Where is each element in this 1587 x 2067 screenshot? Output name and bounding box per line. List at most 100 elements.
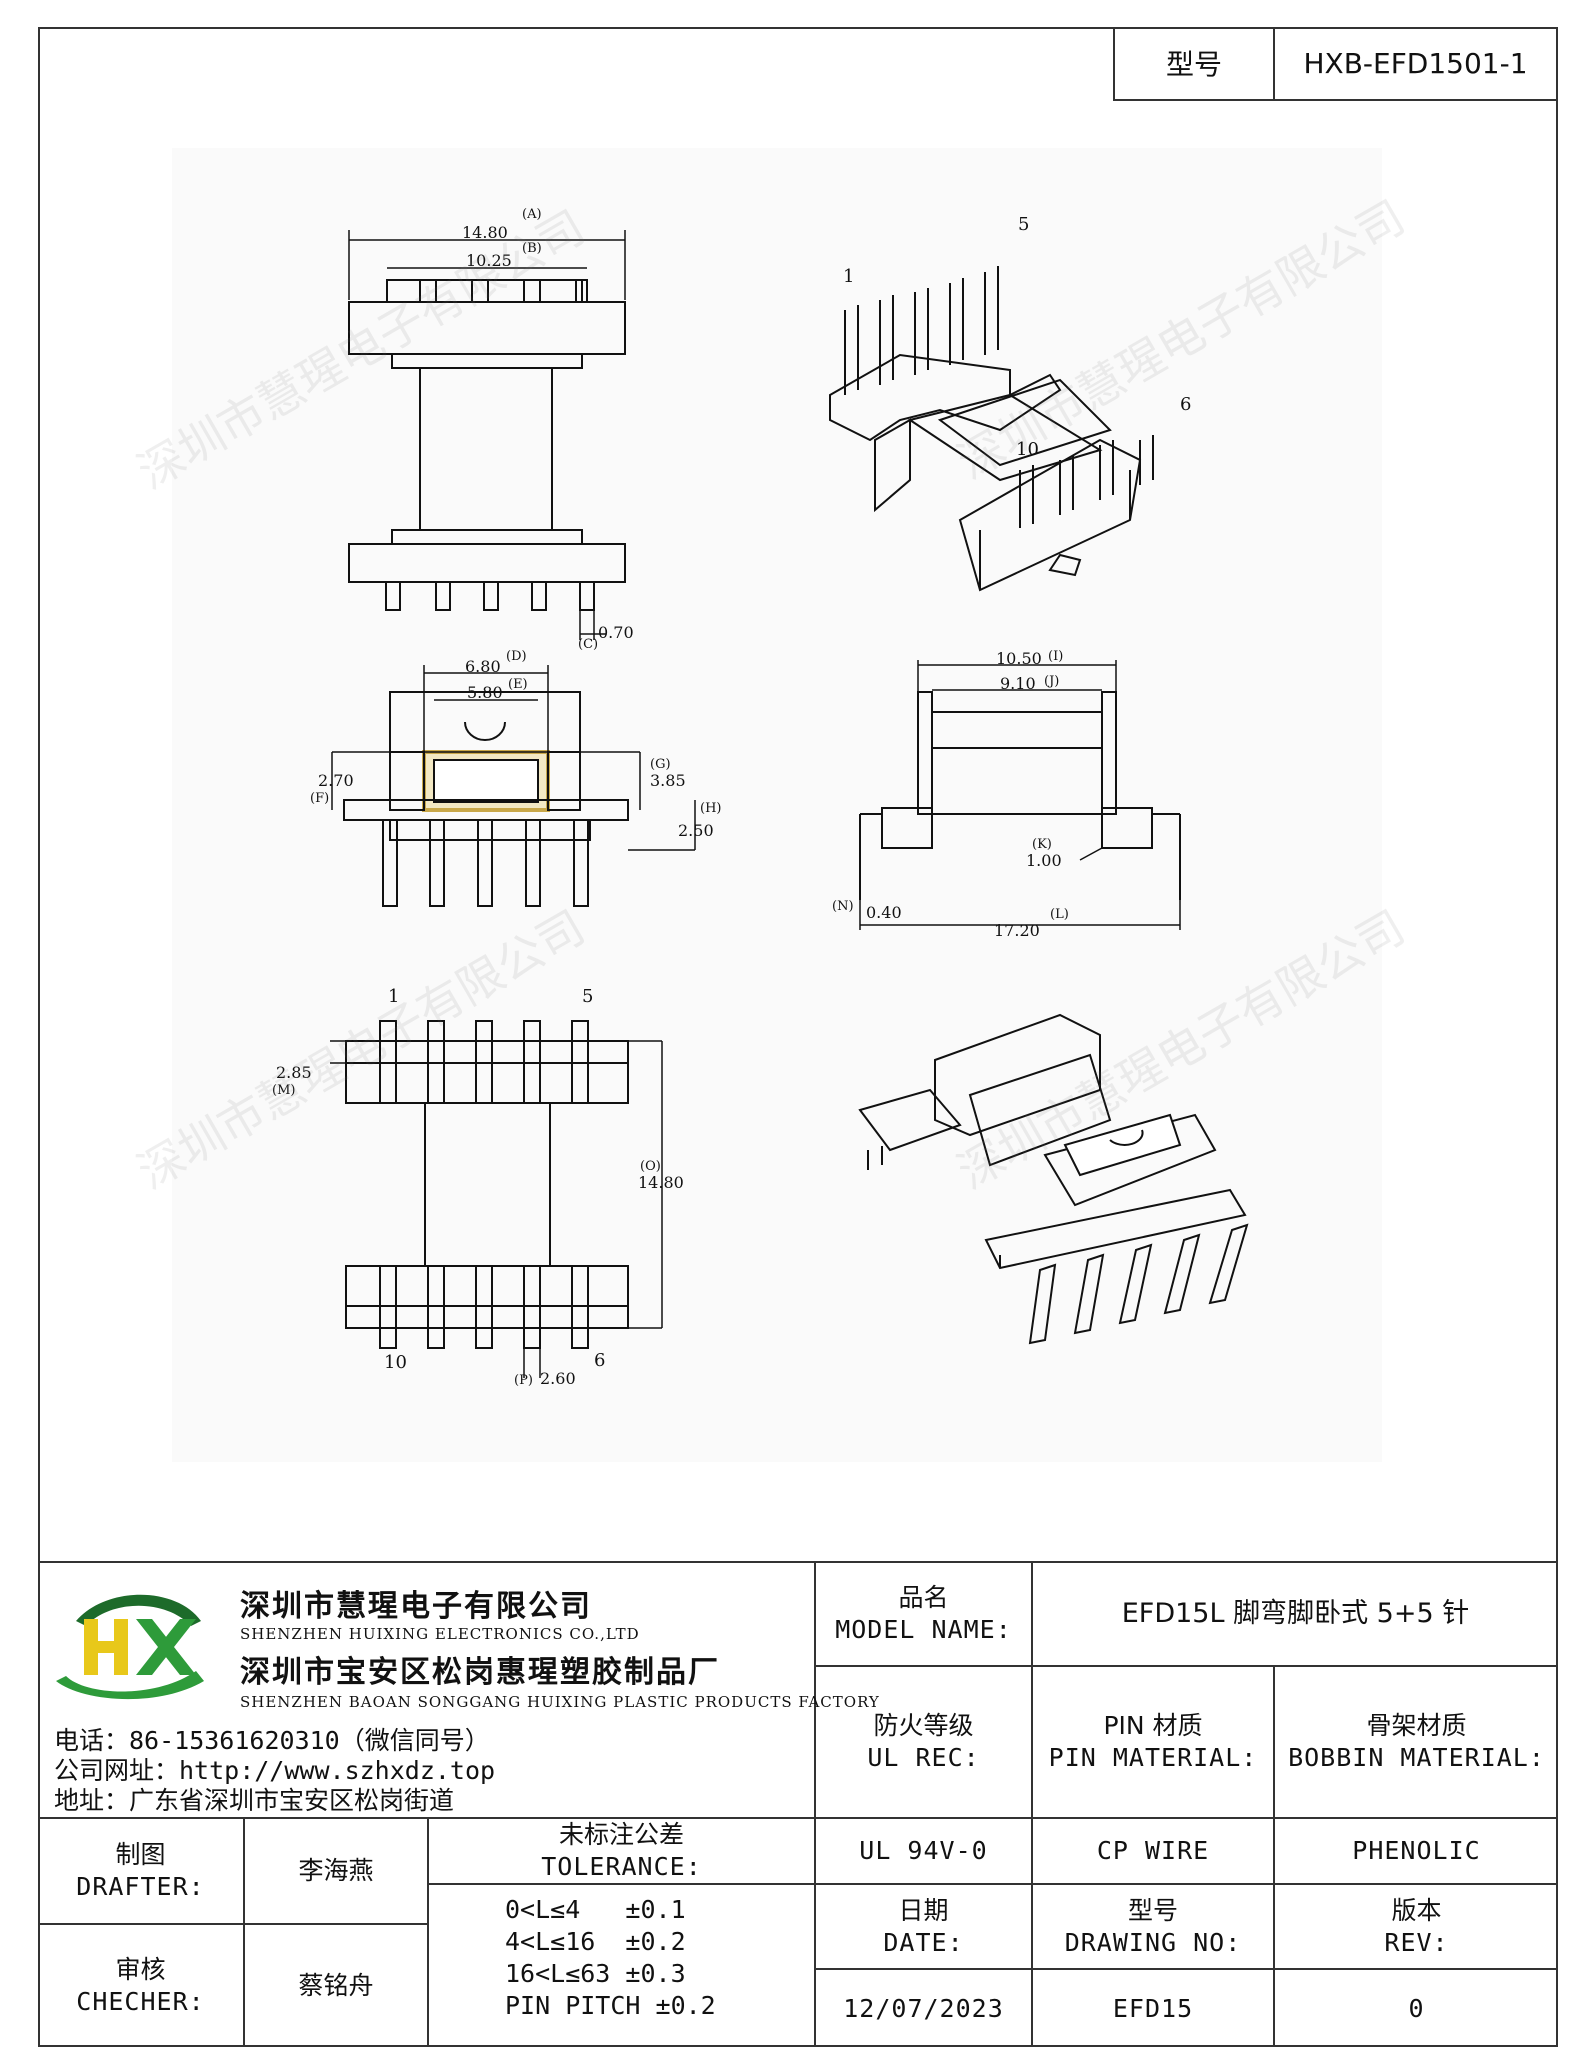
- pin-5-bottom-label: 5: [582, 986, 593, 1007]
- dim-b: 10.25: [466, 251, 512, 270]
- checker-cn: 审核: [115, 1955, 166, 1984]
- checker-label: 审核 CHECHER:: [38, 1925, 243, 2047]
- pin-6-label: 6: [1180, 394, 1191, 415]
- dim-j-tag: (J): [1044, 674, 1059, 689]
- dim-e-tag: (E): [508, 677, 528, 692]
- factory-name-cn: 深圳市宝安区松岗惠瑆塑胶制品厂: [240, 1655, 720, 1690]
- dim-k-tag: (K): [1032, 837, 1052, 852]
- pin-6-bottom-label: 6: [594, 1350, 605, 1371]
- ul-rec-value: UL 94V-0: [859, 1836, 988, 1865]
- address: 地址：广东省深圳市宝安区松岗街道: [54, 1786, 455, 1815]
- model-name-cn: 品名: [898, 1583, 949, 1612]
- dim-b-tag: (B): [522, 241, 542, 256]
- date-label: 日期 DATE:: [816, 1885, 1031, 1968]
- side-view: [331, 665, 696, 907]
- type-number-box: 型号 HXB-EFD1501-1: [1113, 27, 1558, 101]
- rev-cn: 版本: [1391, 1895, 1442, 1925]
- tolerance-line-3: 16<L≤63 ±0.3: [505, 1959, 686, 1988]
- factory-name-en: SHENZHEN BAOAN SONGGANG HUIXING PLASTIC …: [240, 1693, 880, 1711]
- watermark-4: 深圳市慧瑆电子有限公司: [949, 900, 1414, 1200]
- date-cn: 日期: [898, 1895, 949, 1925]
- pin-material-value: CP WIRE: [1096, 1836, 1210, 1865]
- tolerance-en: TOLERANCE:: [541, 1852, 702, 1881]
- dim-l: 17.20: [994, 921, 1040, 940]
- date-en: DATE:: [883, 1927, 964, 1957]
- checker-value: 蔡铭舟: [298, 1971, 374, 2000]
- pin-material-en: PIN MATERIAL:: [1048, 1743, 1258, 1772]
- drawing-no-cn: 型号: [1127, 1895, 1178, 1925]
- website: 公司网址：http://www.szhxdz.top: [54, 1756, 496, 1785]
- dim-c-tag: (C): [578, 637, 598, 652]
- dim-m: 2.85: [276, 1063, 312, 1082]
- rev-value: 0: [1408, 1993, 1425, 2023]
- company-name-cn: 深圳市慧瑆电子有限公司: [240, 1589, 592, 1624]
- title-block: 深圳市慧瑆电子有限公司 SHENZHEN HUIXING ELECTRONICS…: [38, 1561, 1558, 2047]
- tolerance-line-2: 4<L≤16 ±0.2: [505, 1927, 686, 1956]
- drawing-frame: [38, 27, 1558, 2047]
- model-name-label: 品名 MODEL NAME:: [816, 1563, 1031, 1665]
- dim-l-tag: (L): [1050, 907, 1069, 922]
- type-value: HXB-EFD1501-1: [1303, 46, 1528, 80]
- pin-material-cn: PIN 材质: [1103, 1711, 1203, 1740]
- pin-material-label: PIN 材质 PIN MATERIAL:: [1033, 1667, 1273, 1817]
- dim-g: 3.85: [650, 771, 686, 790]
- company-name-en: SHENZHEN HUIXING ELECTRONICS CO.,LTD: [240, 1625, 640, 1643]
- bobbin-material-label: 骨架材质 BOBBIN MATERIAL:: [1275, 1667, 1558, 1817]
- ul-rec-en: UL REC:: [867, 1743, 980, 1772]
- dim-h-tag: (H): [700, 801, 721, 816]
- watermark-1: 深圳市慧瑆电子有限公司: [129, 200, 594, 500]
- pin-1-label: 1: [843, 266, 854, 287]
- drawing-no-label: 型号 DRAWING NO:: [1033, 1885, 1273, 1968]
- model-name-en: MODEL NAME:: [835, 1615, 1012, 1644]
- dim-c: 0.70: [598, 623, 634, 642]
- tolerance-cn: 未标注公差: [558, 1820, 684, 1849]
- drafter-label: 制图 DRAFTER:: [38, 1819, 243, 1923]
- dim-a: 14.80: [462, 223, 508, 242]
- dim-o: 14.80: [638, 1173, 684, 1192]
- ul-rec-label: 防火等级 UL REC:: [816, 1667, 1031, 1817]
- dim-f-tag: (F): [310, 791, 329, 806]
- front-view: [348, 230, 626, 640]
- isometric-view-top: [829, 266, 1154, 592]
- dim-o-tag: (O): [640, 1159, 661, 1174]
- bobbin-material-en: BOBBIN MATERIAL:: [1288, 1743, 1545, 1772]
- dim-g-tag: (G): [650, 757, 671, 772]
- drawing-no-en: DRAWING NO:: [1064, 1927, 1242, 1957]
- dim-n-tag: (N): [832, 899, 854, 914]
- dim-d: 6.80: [465, 657, 501, 676]
- dim-p: 2.60: [540, 1369, 576, 1388]
- model-name-value: EFD15L 脚弯脚卧式 5+5 针: [1121, 1598, 1470, 1629]
- dim-m-tag: (M): [272, 1083, 295, 1098]
- isometric-view-bottom: [858, 1013, 1249, 1345]
- phone: 电话：86-15361620310（微信同号）: [54, 1726, 490, 1755]
- dim-p-tag: (P): [514, 1373, 533, 1388]
- dim-i: 10.50: [996, 649, 1042, 668]
- dim-d-tag: (D): [506, 649, 527, 664]
- dim-i-tag: (I): [1048, 649, 1063, 664]
- tolerance-label: 未标注公差 TOLERANCE:: [429, 1819, 814, 1883]
- dim-h: 2.50: [678, 821, 714, 840]
- checker-en: CHECHER:: [76, 1987, 205, 2016]
- dim-a-tag: (A): [522, 207, 542, 222]
- dim-e: 5.80: [467, 683, 503, 702]
- drawing-no-value: EFD15: [1112, 1993, 1194, 2023]
- tolerance-line-1: 0<L≤4 ±0.1: [505, 1895, 686, 1924]
- drafter-value: 李海燕: [298, 1856, 374, 1885]
- pin-10-bottom-label: 10: [384, 1352, 407, 1373]
- date-value: 12/07/2023: [843, 1993, 1004, 2023]
- bottom-view: [330, 1020, 663, 1378]
- dim-k: 1.00: [1026, 851, 1062, 870]
- rev-label: 版本 REV:: [1275, 1885, 1558, 1968]
- bobbin-material-value: PHENOLIC: [1352, 1836, 1481, 1865]
- type-label: 型号: [1115, 27, 1275, 99]
- ul-rec-cn: 防火等级: [873, 1711, 974, 1740]
- pin-10-label: 10: [1016, 439, 1039, 460]
- bobbin-material-cn: 骨架材质: [1366, 1711, 1467, 1740]
- dim-j: 9.10: [1000, 674, 1036, 693]
- dim-f: 2.70: [318, 771, 354, 790]
- drafter-en: DRAFTER:: [76, 1872, 205, 1901]
- tolerance-line-4: PIN PITCH ±0.2: [505, 1991, 716, 2020]
- drafter-cn: 制图: [115, 1840, 166, 1869]
- drawing-area: [172, 148, 1382, 1462]
- technical-drawing: (A) 14.80 (B) 10.25 (C) 0.70 5 1 6 10: [129, 190, 1414, 1388]
